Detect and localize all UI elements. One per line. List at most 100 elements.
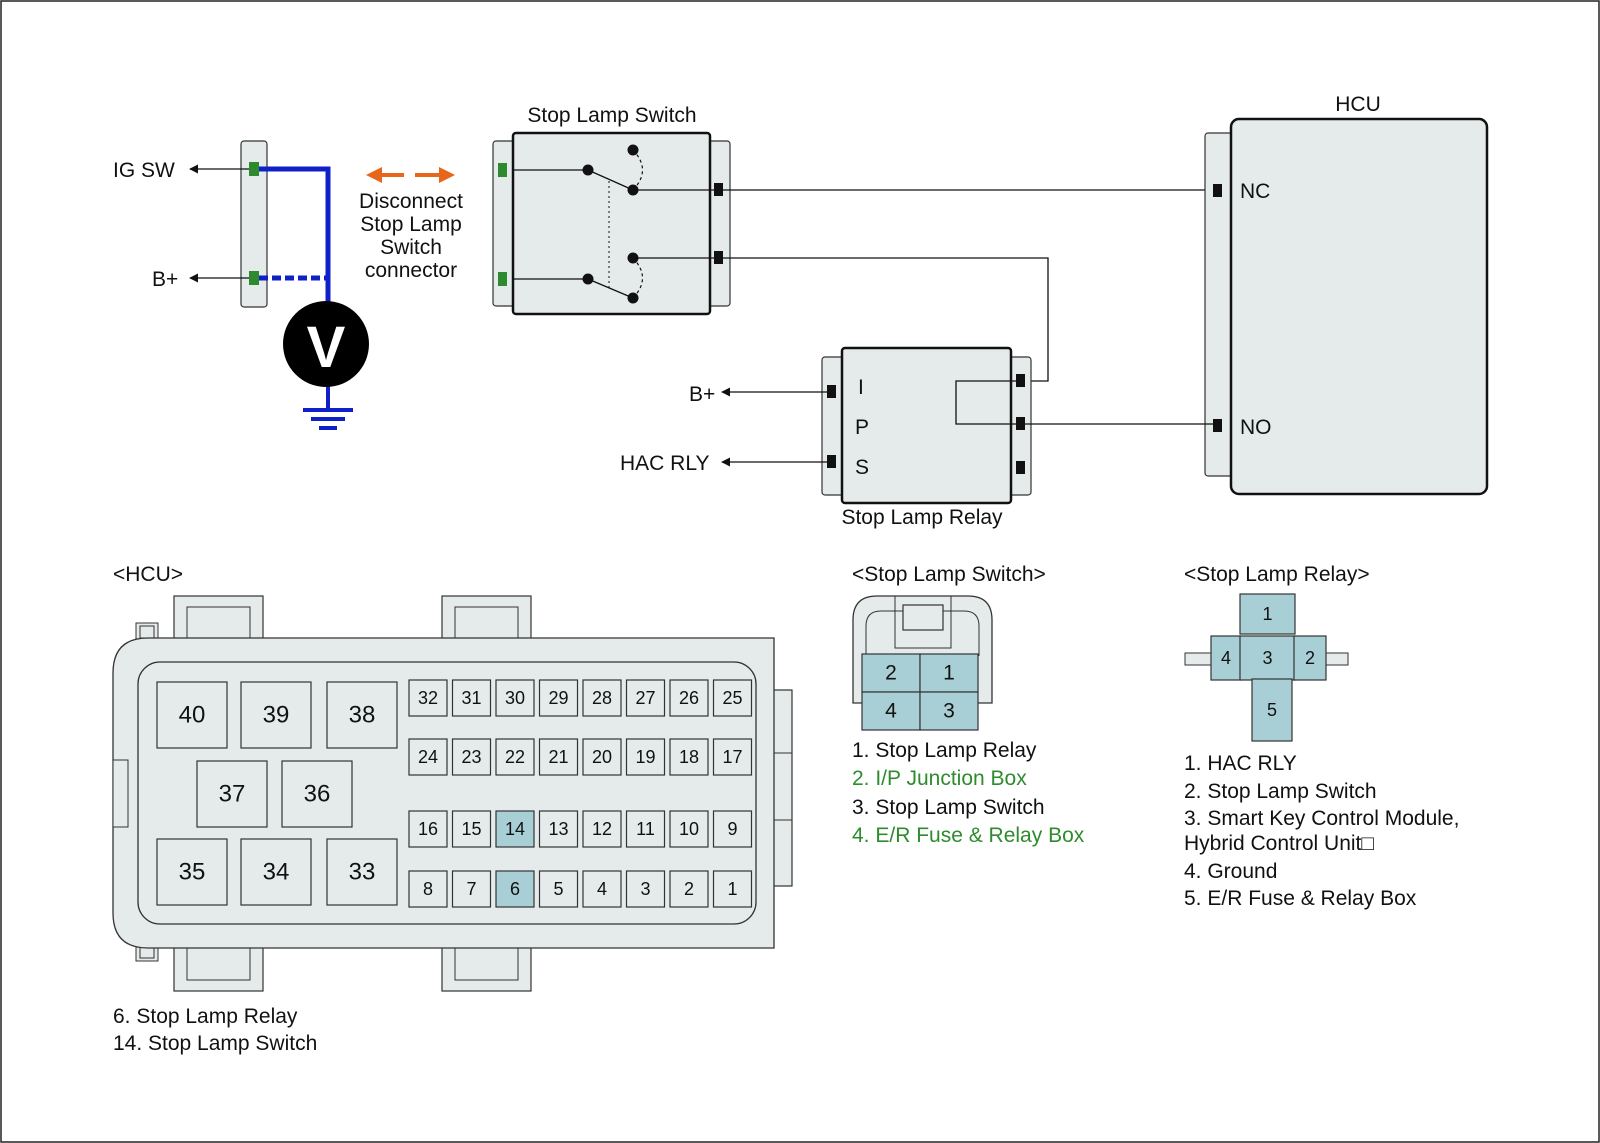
hcu-pin-30: 30 [495,679,535,717]
hcu-pin-36: 36 [281,760,353,828]
hcu-pin-33-label: 33 [349,859,376,886]
hcu-pin-11-label: 11 [636,819,655,839]
switch-pin-3-label: 3 [943,700,955,723]
hcu-pin-17-label: 17 [722,747,742,767]
hcu-pin-24: 24 [408,738,448,776]
svg-text:connector: connector [365,259,457,282]
hcu-pin-10-label: 10 [679,819,699,839]
hcu-pin-32: 32 [408,679,448,717]
relay-hac-label: HAC RLY [620,452,709,475]
hcu-pin-22-label: 22 [505,747,525,767]
hcu-pin-27-box [625,679,666,717]
hcu-pin-16: 16 [408,810,448,848]
hcu-pin-13-box [538,810,579,848]
switch-pin-4-box [861,691,921,731]
relay-pin-5: 5 [1251,678,1293,742]
hcu-pin-32-box [408,679,448,717]
hcu-pin-30-label: 30 [505,688,525,708]
hcu-pin-12-label: 12 [592,819,612,839]
relay-legend-3: 3. Smart Key Control Module, [1184,807,1459,830]
hcu-pin-15-box [451,810,492,848]
hcu-pin-16-box [408,810,448,848]
hcu-title: HCU [1335,93,1381,116]
hcu-pin-18: 18 [669,738,709,776]
hcu-pin-20-box [582,738,622,776]
hcu-pin-36-box [281,760,353,828]
hcu-pin-31-label: 31 [461,688,481,708]
hcu-pin-24-box [408,738,448,776]
switch-legend-1: 1. Stop Lamp Relay [852,739,1037,762]
hcu-pin-35: 35 [156,838,228,906]
switch-pin-4-label: 4 [885,700,897,723]
hcu-pin-24-label: 24 [418,747,438,767]
hcu-pin-3-label: 3 [640,879,650,899]
hcu-pin-3-box [625,870,666,908]
hcu-pin-34-label: 34 [263,859,290,886]
hcu-pin-22-box [495,738,535,776]
relay-i-label: I [858,376,864,399]
hcu-connector-title: <HCU> [113,563,183,586]
hcu-nc-label: NC [1240,180,1270,203]
hcu-pin-10: 10 [669,810,709,848]
voltmeter-icon: V [283,301,369,387]
hcu-legend-2: 14. Stop Lamp Switch [113,1032,317,1055]
switch-legend-4: 4. E/R Fuse & Relay Box [852,824,1085,847]
switch-pin-3-box [919,691,979,731]
relay-legend-5: 4. Ground [1184,860,1277,883]
hcu-pin-5: 5 [538,870,579,908]
hcu-pin-11-box [625,810,666,848]
ig-sw-label: IG SW [113,159,175,182]
hcu-pin-26-label: 26 [679,688,699,708]
relay-pin-3-label: 3 [1262,648,1272,668]
hcu-pin-38: 38 [326,681,398,749]
switch-pin-1: 1 [919,653,979,693]
hcu-pin-4: 4 [582,870,622,908]
probe-wire-solid [259,166,331,305]
hcu-pin-35-box [156,838,228,906]
hcu-pin-27-label: 27 [635,688,655,708]
hcu-pin-12: 12 [582,810,622,848]
switch-pin-3: 3 [919,691,979,731]
switch-pin-2-label: 2 [885,662,897,685]
hcu-pin-36-label: 36 [304,781,331,808]
relay-legend-4: Hybrid Control Unit□ [1184,832,1374,855]
hcu-pin-7-box [451,870,492,908]
hcu-pin-20-label: 20 [592,747,612,767]
hcu-pin-37-box [196,760,268,828]
relay-legend-2: 2. Stop Lamp Switch [1184,780,1377,803]
relay-pin-1: 1 [1239,593,1296,635]
hcu-pin-40-box [156,681,228,749]
relay-pin-4: 4 [1210,635,1242,681]
hcu-pin-28: 28 [582,679,622,717]
hcu-pin-17-box [712,738,753,776]
hcu-pin-20: 20 [582,738,622,776]
hcu-pin-6-box [495,870,535,908]
switch-title: Stop Lamp Switch [527,104,696,127]
hcu-pin-27: 27 [625,679,666,717]
svg-text:Stop Lamp: Stop Lamp [360,213,462,236]
hcu-pin-8: 8 [408,870,448,908]
relay-p-label: P [855,416,869,439]
relay-pin-2: 2 [1293,635,1327,681]
hcu-pin-26-box [669,679,709,717]
hcu-pin-28-label: 28 [592,688,612,708]
ground-icon [303,408,353,430]
hcu-pin-37: 37 [196,760,268,828]
hcu-pin-1-box [712,870,753,908]
hcu-pin-19: 19 [625,738,666,776]
hcu-pin-15-label: 15 [461,819,481,839]
hcu-pin-1-label: 1 [727,879,737,899]
hcu-pin-21: 21 [538,738,579,776]
relay-pin-4-box [1210,635,1242,681]
hcu-pin-29: 29 [538,679,579,717]
hcu-pin-14-label: 14 [505,819,525,839]
hcu-pin-2: 2 [669,870,709,908]
hcu-pin-9-box [712,810,753,848]
disconnect-arrow-icon [366,167,455,183]
hcu-pin-31-box [451,679,492,717]
hcu-pin-25: 25 [712,679,753,717]
